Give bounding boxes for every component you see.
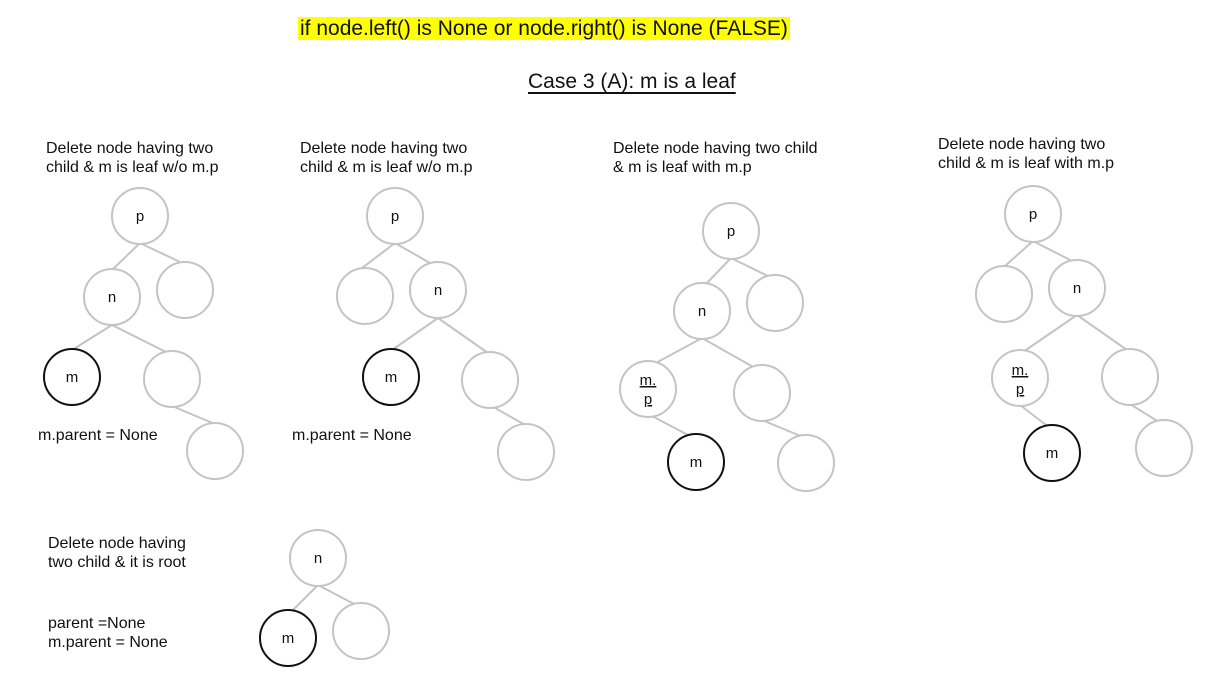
focus-node-m bbox=[259, 609, 317, 667]
node-label: n bbox=[108, 289, 116, 306]
edge bbox=[291, 584, 319, 612]
panel5-note-line1: parent =None bbox=[48, 615, 146, 632]
node-label: n bbox=[314, 550, 322, 567]
focus-node-m bbox=[43, 348, 101, 406]
panel3-caption-line2: & m is leaf with m.p bbox=[613, 159, 752, 176]
tree-node bbox=[336, 267, 394, 325]
node-label: m bbox=[690, 454, 703, 471]
tree-node bbox=[991, 349, 1049, 407]
panel1-caption-line1: Delete node having two bbox=[46, 140, 214, 157]
node-label: p bbox=[644, 391, 652, 408]
node-label: p bbox=[1016, 381, 1024, 398]
node-label: p bbox=[727, 223, 735, 240]
edge bbox=[1004, 240, 1034, 267]
tree-node bbox=[673, 282, 731, 340]
tree-node bbox=[83, 268, 141, 326]
edge bbox=[761, 419, 804, 438]
tree-node bbox=[497, 423, 555, 481]
node-label: m bbox=[385, 369, 398, 386]
edge bbox=[111, 242, 141, 271]
node-label: p bbox=[391, 208, 399, 225]
tree-node bbox=[111, 187, 169, 245]
tree-node bbox=[1004, 185, 1062, 243]
panel3-tree: p n m. p m bbox=[619, 202, 835, 492]
node-label: m bbox=[1046, 445, 1059, 462]
tree-node bbox=[289, 529, 347, 587]
panel1-note: m.parent = None bbox=[38, 427, 158, 444]
panel1-tree: p n m bbox=[43, 187, 244, 480]
panel4-caption: Delete node having two child & m is leaf… bbox=[938, 135, 1114, 173]
node-label: m. bbox=[640, 372, 657, 389]
panel1-caption-line2: child & m is leaf w/o m.p bbox=[46, 159, 219, 176]
condition-header: if node.left() is None or node.right() i… bbox=[298, 17, 790, 41]
tree-node bbox=[366, 187, 424, 245]
node-label: p bbox=[136, 208, 144, 225]
condition-text: if node.left() is None or node.right() i… bbox=[298, 17, 790, 40]
edge bbox=[361, 242, 396, 269]
edge bbox=[394, 242, 431, 264]
edge bbox=[701, 337, 756, 369]
node-label: m bbox=[282, 630, 295, 647]
tree-node bbox=[733, 364, 791, 422]
edge bbox=[1032, 240, 1073, 262]
tree-node bbox=[975, 265, 1033, 323]
tree-node bbox=[143, 350, 201, 408]
panel2-caption: Delete node having two child & m is leaf… bbox=[300, 139, 473, 177]
node-label: n bbox=[698, 303, 706, 320]
edge bbox=[1076, 314, 1128, 351]
tree-node bbox=[746, 274, 804, 332]
node-label: n bbox=[434, 282, 442, 299]
case-title: Case 3 (A): m is a leaf bbox=[528, 70, 736, 93]
node-label: n bbox=[1073, 280, 1081, 297]
edge bbox=[71, 324, 113, 351]
tree-node bbox=[619, 360, 677, 418]
tree-node bbox=[156, 261, 214, 319]
focus-node-m bbox=[667, 433, 725, 491]
panel2-tree: p n m bbox=[336, 187, 555, 481]
tree-node bbox=[1048, 259, 1106, 317]
tree-node bbox=[409, 261, 467, 319]
edge bbox=[649, 414, 691, 437]
node-label: m. bbox=[1012, 362, 1029, 379]
panel2-note: m.parent = None bbox=[292, 427, 412, 444]
tree-node bbox=[777, 434, 835, 492]
edge bbox=[139, 242, 181, 263]
panel1-caption: Delete node having two child & m is leaf… bbox=[46, 139, 219, 177]
focus-node-m bbox=[1023, 424, 1081, 482]
edge bbox=[730, 257, 771, 278]
node-label: m bbox=[66, 369, 79, 386]
edge bbox=[317, 584, 357, 606]
tree-node bbox=[332, 602, 390, 660]
panel5-caption-line2: two child & it is root bbox=[48, 554, 186, 571]
node-label: p bbox=[1029, 206, 1037, 223]
edge bbox=[1019, 404, 1051, 429]
edge bbox=[437, 317, 489, 354]
tree-node bbox=[461, 351, 519, 409]
edge bbox=[704, 257, 732, 286]
panel3-caption-line1: Delete node having two child bbox=[613, 140, 818, 157]
edge bbox=[111, 324, 171, 355]
edge bbox=[653, 337, 703, 365]
edge bbox=[1019, 314, 1078, 355]
panel2-caption-line2: child & m is leaf w/o m.p bbox=[300, 159, 473, 176]
panel5-caption: Delete node having two child & it is roo… bbox=[48, 534, 186, 572]
panel5-tree: n m bbox=[259, 529, 390, 667]
tree-node bbox=[186, 422, 244, 480]
panel5-caption-line1: Delete node having bbox=[48, 535, 186, 552]
edge bbox=[391, 317, 439, 351]
panel4-caption-line1: Delete node having two bbox=[938, 136, 1106, 153]
panel3-caption: Delete node having two child & m is leaf… bbox=[613, 139, 818, 177]
panel4-caption-line2: child & m is leaf with m.p bbox=[938, 155, 1115, 172]
tree-node bbox=[1135, 419, 1193, 477]
tree-node bbox=[702, 202, 760, 260]
panel4-tree: p n m. p m bbox=[975, 185, 1193, 482]
panel5-note-line2: m.parent = None bbox=[48, 634, 168, 651]
panel2-caption-line1: Delete node having two bbox=[300, 140, 468, 157]
tree-node bbox=[1101, 348, 1159, 406]
edge bbox=[171, 405, 216, 425]
focus-node-m bbox=[362, 348, 420, 406]
